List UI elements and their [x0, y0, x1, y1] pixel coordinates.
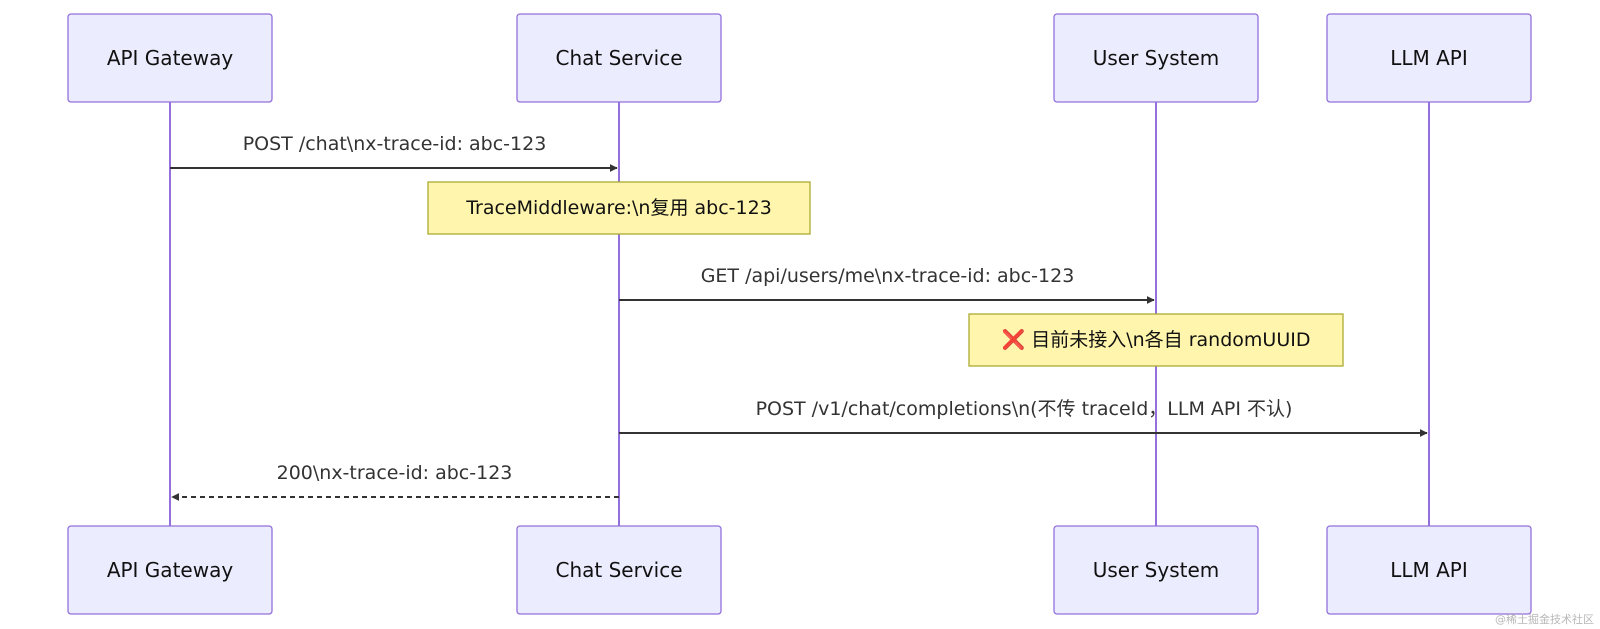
message-2: GET /api/users/me\nx-trace-id: abc-123: [619, 265, 1155, 304]
message-label: POST /chat\nx-trace-id: abc-123: [243, 133, 547, 155]
note-box: [968, 313, 1344, 367]
watermark: @稀土掘金技术社区: [1495, 613, 1594, 626]
message-label: GET /api/users/me\nx-trace-id: abc-123: [701, 265, 1075, 287]
message-label: POST /v1/chat/completions\n(不传 traceId，L…: [756, 398, 1293, 420]
participant-box: [516, 13, 722, 103]
note-text: 目前未接入\n各自 randomUUID: [1031, 329, 1310, 351]
participant-box: [1326, 525, 1532, 615]
participant-box: [1326, 13, 1532, 103]
participant-label: LLM API: [1390, 46, 1468, 70]
participant-label: User System: [1093, 558, 1220, 582]
cross-mark-icon: ❌: [1002, 328, 1026, 351]
participant-top-gw: API Gateway: [67, 13, 273, 103]
note-label: TraceMiddleware:\n复用 abc-123: [465, 197, 772, 219]
message-3: POST /v1/chat/completions\n(不传 traceId，L…: [619, 398, 1428, 437]
top-participants: API Gateway Chat Service User System LLM AP…: [67, 13, 1532, 103]
participant-label: API Gateway: [107, 558, 234, 582]
participant-box: [67, 13, 273, 103]
participant-box: [1053, 525, 1259, 615]
participant-top-llm: LLM API: [1326, 13, 1532, 103]
bottom-participants: API Gateway Chat Service User System LLM AP…: [67, 525, 1532, 615]
participant-box: [1053, 13, 1259, 103]
participant-label: Chat Service: [555, 46, 682, 70]
note-user: ❌ 目前未接入\n各自 randomUUID: [968, 313, 1344, 367]
participant-label: Chat Service: [555, 558, 682, 582]
notes: TraceMiddleware:\n复用 abc-123 ❌ 目前未接入\n各自 …: [427, 181, 1344, 367]
participant-bottom-user: User System: [1053, 525, 1259, 615]
note-box: [427, 181, 811, 235]
message-4: 200\nx-trace-id: abc-123: [171, 462, 619, 501]
note-label: ❌ 目前未接入\n各自 randomUUID: [1002, 328, 1311, 351]
participant-top-user: User System: [1053, 13, 1259, 103]
participant-box: [516, 525, 722, 615]
message-label: 200\nx-trace-id: abc-123: [277, 462, 513, 484]
participant-label: User System: [1093, 46, 1220, 70]
participant-box: [67, 525, 273, 615]
participant-label: API Gateway: [107, 46, 234, 70]
participant-label: LLM API: [1390, 558, 1468, 582]
participant-bottom-gw: API Gateway: [67, 525, 273, 615]
participant-bottom-llm: LLM API: [1326, 525, 1532, 615]
participant-top-chat: Chat Service: [516, 13, 722, 103]
participant-bottom-chat: Chat Service: [516, 525, 722, 615]
note-chat: TraceMiddleware:\n复用 abc-123: [427, 181, 811, 235]
note-text: TraceMiddleware:\n复用 abc-123: [465, 197, 772, 219]
message-1: POST /chat\nx-trace-id: abc-123: [170, 133, 618, 172]
